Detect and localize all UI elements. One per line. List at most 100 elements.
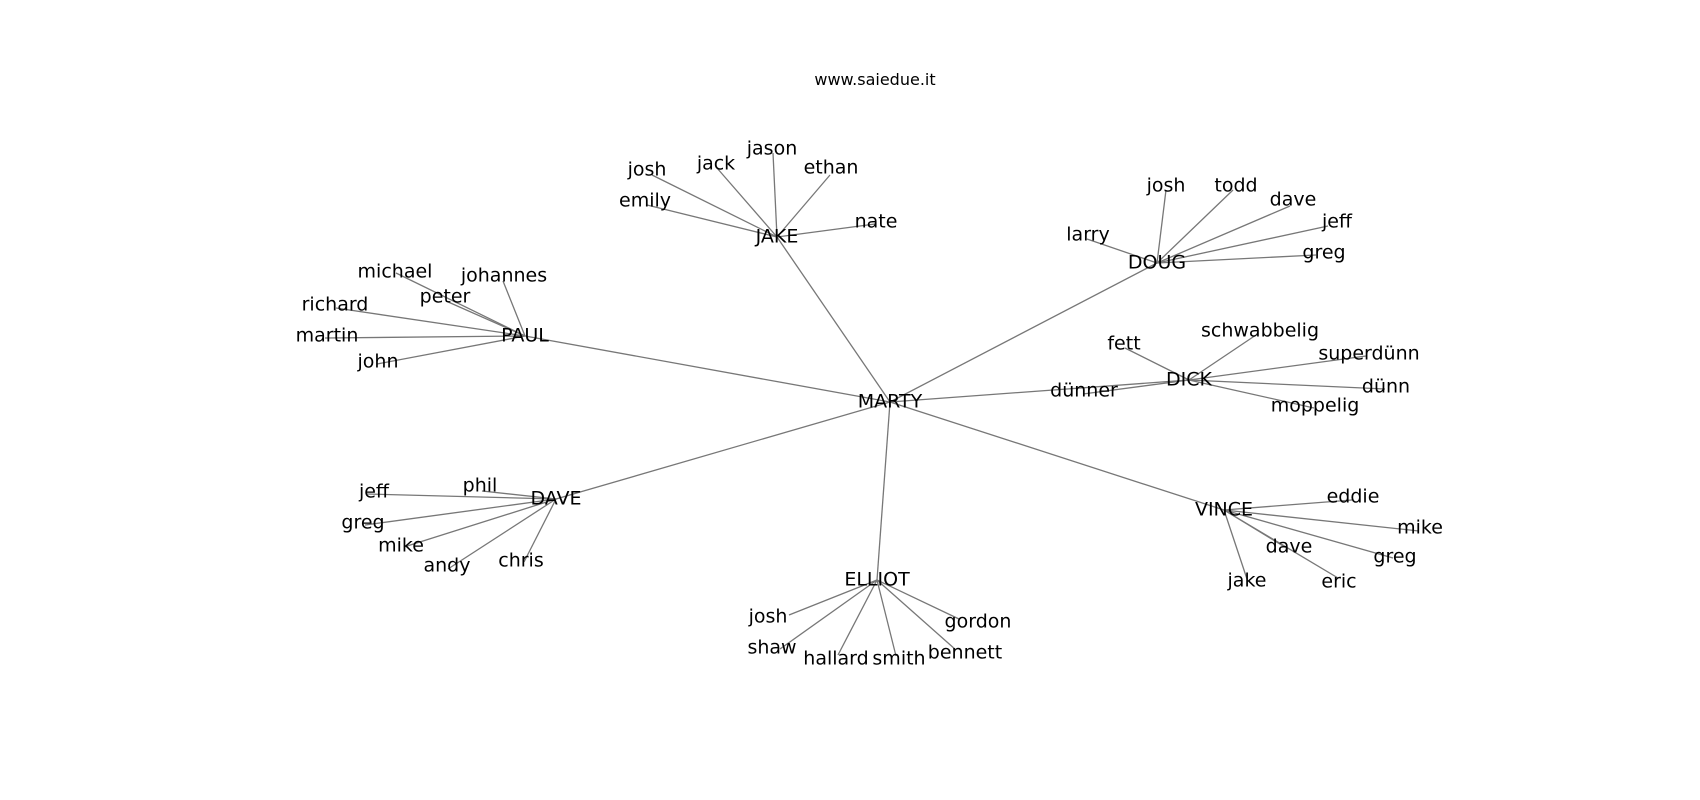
leaf-node-label: jeff [358, 481, 390, 503]
edges-layer [324, 152, 1420, 657]
edge-paul-1 [502, 280, 526, 337]
edge-elliot-0 [788, 579, 878, 616]
leaf-node-label: jack [696, 153, 735, 175]
edge-doug-3 [1156, 225, 1329, 264]
edge-root-jake [776, 236, 891, 403]
leaf-node-label: bennett [928, 642, 1002, 664]
leaf-node-label: schwabbelig [1201, 320, 1319, 342]
edge-dave-4 [447, 498, 557, 570]
edge-dave-2 [364, 498, 557, 526]
edge-dave-5 [523, 498, 557, 563]
leaf-node-label: jason [746, 138, 798, 160]
leaf-node-label: mike [1397, 517, 1443, 539]
leaf-node-label: josh [627, 159, 667, 181]
leaf-node-label: josh [748, 606, 788, 628]
leaf-node-label: josh [1146, 175, 1186, 197]
leaf-node-label: richard [302, 294, 369, 316]
edge-doug-2 [1156, 205, 1291, 264]
leaf-node-label: eric [1321, 571, 1356, 593]
edge-dick-3 [1188, 379, 1386, 390]
leaf-node-label: dave [1270, 189, 1317, 211]
leaf-node-label: todd [1214, 175, 1257, 197]
edge-dave-3 [403, 498, 557, 548]
hub-node-label: DOUG [1128, 252, 1186, 274]
edge-paul-5 [376, 335, 526, 365]
edge-jake-5 [646, 204, 778, 238]
leaf-node-label: greg [1302, 242, 1345, 264]
leaf-node-label: michael [358, 261, 433, 283]
edge-paul-2 [445, 300, 526, 337]
edge-elliot-3 [837, 579, 878, 656]
edge-root-elliot [876, 401, 891, 581]
leaf-node-label: peter [420, 286, 471, 308]
edge-doug-1 [1156, 189, 1234, 264]
edge-paul-3 [335, 307, 526, 337]
edge-elliot-5 [876, 579, 957, 651]
leaf-node-label: shaw [747, 637, 796, 659]
edge-jake-2 [772, 152, 778, 238]
edge-jake-4 [776, 223, 876, 238]
leaf-node-label: nate [855, 211, 898, 233]
edge-elliot-1 [876, 579, 960, 620]
edge-doug-4 [1156, 254, 1317, 264]
leaf-node-label: mike [378, 535, 424, 557]
edge-vince-5 [1223, 509, 1248, 580]
leaf-node-label: jeff [1321, 211, 1353, 233]
hub-node-label: VINCE [1195, 499, 1253, 521]
hub-node-label: ELLIOT [844, 569, 910, 591]
leaf-node-label: john [357, 351, 399, 373]
leaf-node-label: smith [872, 648, 925, 670]
hub-node-label: JAKE [755, 226, 799, 248]
leaf-node-label: gordon [945, 611, 1012, 633]
edge-dave-1 [366, 493, 557, 500]
edge-root-dave [555, 401, 891, 500]
leaf-node-label: moppelig [1271, 395, 1360, 417]
edge-dick-1 [1188, 334, 1257, 381]
edge-paul-4 [324, 335, 526, 339]
edge-root-vince [889, 401, 1225, 511]
leaf-node-label: ethan [804, 157, 859, 179]
leaf-node-label: jake [1227, 570, 1267, 592]
edge-vince-2 [1223, 509, 1394, 559]
leaf-node-label: dave [1266, 536, 1313, 558]
root-node-label: MARTY [858, 391, 923, 413]
edge-vince-4 [1223, 509, 1339, 579]
leaf-node-label: andy [424, 555, 471, 577]
edge-root-paul [524, 335, 891, 403]
edge-dave-0 [481, 490, 557, 500]
edge-dick-2 [1188, 355, 1367, 381]
leaf-node-label: eddie [1327, 486, 1380, 508]
edge-elliot-2 [779, 579, 878, 650]
leaf-node-label: greg [341, 512, 384, 534]
leaf-node-label: greg [1373, 546, 1416, 568]
leaf-node-label: phil [463, 475, 498, 497]
edge-root-dick [889, 379, 1190, 403]
edge-dick-5 [1082, 379, 1190, 395]
edge-root-doug [889, 262, 1158, 403]
hub-node-label: DICK [1166, 369, 1213, 391]
leaf-node-label: larry [1066, 224, 1109, 246]
hub-node-label: PAUL [501, 325, 549, 347]
edge-elliot-4 [876, 579, 897, 657]
leaf-node-label: martin [296, 325, 359, 347]
leaf-node-label: chris [498, 550, 543, 572]
leaf-node-label: hallard [803, 648, 868, 670]
edge-jake-3 [776, 174, 831, 238]
edge-doug-0 [1156, 189, 1167, 264]
leaf-node-label: johannes [460, 265, 547, 287]
edge-vince-1 [1223, 509, 1420, 532]
leaf-node-label: superdünn [1318, 343, 1419, 365]
hub-node-label: DAVE [530, 488, 581, 510]
edge-dick-4 [1188, 379, 1315, 409]
edge-jake-0 [651, 174, 778, 238]
leaf-node-label: fett [1107, 333, 1140, 355]
edge-vince-0 [1223, 499, 1353, 511]
leaf-node-label: dünner [1050, 380, 1118, 402]
edge-doug-5 [1086, 238, 1158, 264]
edge-paul-0 [395, 272, 526, 337]
edge-jake-1 [716, 167, 778, 238]
site-caption: www.saiedue.it [814, 70, 936, 89]
leaf-node-label: emily [619, 190, 671, 212]
